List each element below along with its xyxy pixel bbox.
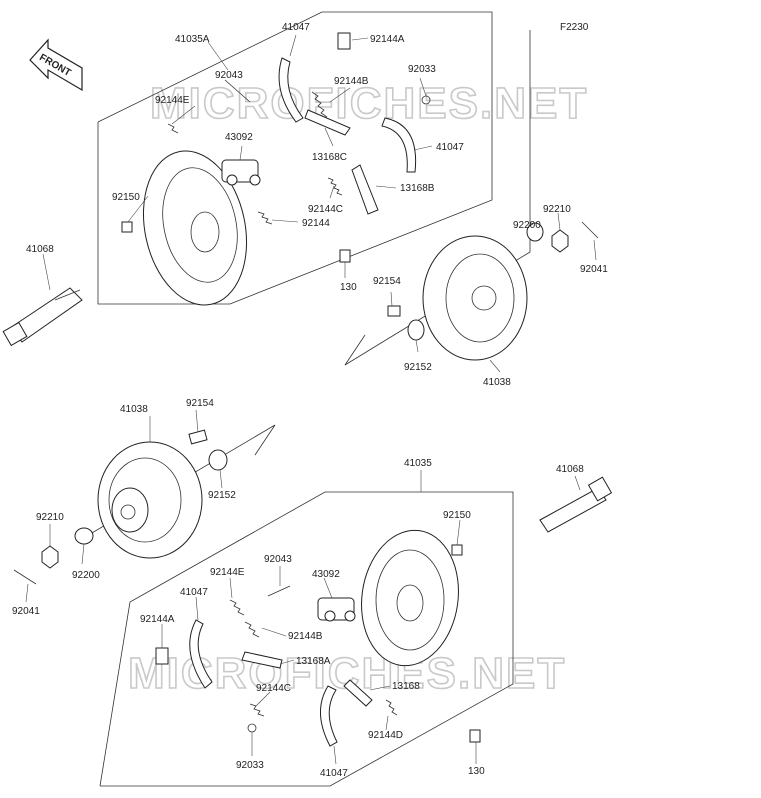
bolt-130-lower <box>469 729 481 743</box>
parking-lever-lower <box>343 679 373 707</box>
label-92144E-lower: 92144E <box>210 567 245 578</box>
label-41047-lower-a: 41047 <box>180 587 208 598</box>
axle-shaft-lower <box>539 476 613 533</box>
spring-92144B-lower <box>244 621 260 638</box>
label-92210-lower: 92210 <box>36 512 64 523</box>
bolt-92150 <box>121 221 133 233</box>
label-43092-upper: 43092 <box>225 132 253 143</box>
label-92144B-lower: 92144B <box>288 631 323 642</box>
label-92144C-upper: 92144C <box>308 204 343 215</box>
label-92154-upper: 92154 <box>373 276 401 287</box>
cotter-pin-92041-lower <box>13 569 37 585</box>
parking-lever <box>351 164 379 215</box>
adjuster-lower <box>241 651 283 669</box>
clip-92144A-lower <box>155 647 169 665</box>
brake-shoe-lower-1 <box>189 619 213 689</box>
spring-92144 <box>257 211 273 225</box>
label-13168A: 13168A <box>296 656 331 667</box>
label-92144D-lower: 92144D <box>368 730 403 741</box>
label-92033-lower: 92033 <box>236 760 264 771</box>
adjuster-lever <box>304 109 351 136</box>
label-92200-upper: 92200 <box>513 220 541 231</box>
label-13168C: 13168C <box>312 152 347 163</box>
brake-shoe-2 <box>381 117 417 173</box>
label-130-upper: 130 <box>340 282 357 293</box>
label-13168-lower: 13168 <box>392 681 420 692</box>
label-130-lower: 130 <box>468 766 485 777</box>
label-41038-lower: 41038 <box>120 404 148 415</box>
upper-assembly: 41035A 41047 92144A 92043 92144B 92033 9… <box>2 11 608 388</box>
label-92144C-lower: 92144C <box>256 683 291 694</box>
wheel-cylinder-lower <box>317 597 356 622</box>
brake-shoe-1 <box>278 57 304 123</box>
seal-92152 <box>407 319 425 341</box>
label-92033-upper: 92033 <box>408 64 436 75</box>
label-92043-upper: 92043 <box>215 70 243 81</box>
washer-92200 <box>526 222 544 242</box>
label-92144A-lower: 92144A <box>140 614 175 625</box>
label-92150-upper: 92150 <box>112 192 140 203</box>
watermark-upper: MICROFICHES.NET <box>150 79 588 128</box>
pin-92043-lower <box>267 585 291 597</box>
spring-92144C-lower <box>249 703 265 717</box>
upper-hub-outline <box>344 30 531 366</box>
bolt-130 <box>339 249 351 263</box>
label-43092-lower: 43092 <box>312 569 340 580</box>
label-92144B-upper: 92144B <box>334 76 369 87</box>
nut-92210-lower <box>41 545 59 569</box>
label-92043-lower: 92043 <box>264 554 292 565</box>
spring-92144C <box>327 177 343 196</box>
label-92144E-upper: 92144E <box>155 95 190 106</box>
stud-92154 <box>387 305 401 317</box>
label-41068-upper: 41068 <box>26 244 54 255</box>
label-92144-upper: 92144 <box>302 218 330 229</box>
spring-92144E-lower <box>229 599 245 616</box>
label-92041-upper: 92041 <box>580 264 608 275</box>
bolt-92150-lower <box>451 544 463 556</box>
spring-92144E <box>167 123 179 134</box>
label-41035-lower: 41035 <box>404 458 432 469</box>
brake-drum <box>422 235 528 361</box>
pin-92043 <box>224 79 251 103</box>
label-92152-upper: 92152 <box>404 362 432 373</box>
label-13168B: 13168B <box>400 183 435 194</box>
upper-leader-lines <box>42 34 597 373</box>
clip-92144A <box>337 32 351 50</box>
label-92200-lower: 92200 <box>72 570 100 581</box>
figure-code: F2230 <box>560 22 589 33</box>
lower-panel-outline <box>99 491 514 787</box>
spring-92144B <box>311 91 328 118</box>
label-41047-upper-a: 41047 <box>282 22 310 33</box>
front-arrow-icon: FRONT <box>29 38 83 92</box>
seal-92152-lower <box>208 449 228 471</box>
label-92150-lower: 92150 <box>443 510 471 521</box>
washer-92200-lower <box>74 527 94 545</box>
brake-backing-plate <box>142 150 248 306</box>
label-41035A: 41035A <box>175 34 210 45</box>
label-41047-upper-b: 41047 <box>436 142 464 153</box>
label-41068-lower: 41068 <box>556 464 584 475</box>
label-92041-lower: 92041 <box>12 606 40 617</box>
upper-panel-outline <box>97 11 493 305</box>
label-41047-lower-b: 41047 <box>320 768 348 779</box>
stud-92154-lower <box>188 429 208 445</box>
label-92154-lower: 92154 <box>186 398 214 409</box>
brake-drum-lower <box>97 441 203 559</box>
label-92152-lower: 92152 <box>208 490 236 501</box>
brake-backing-plate-lower <box>361 529 459 667</box>
cotter-pin-92041 <box>581 221 599 239</box>
nut-92210 <box>551 229 569 253</box>
axle-shaft <box>2 287 83 347</box>
label-41038-upper: 41038 <box>483 377 511 388</box>
brake-shoe-lower-2 <box>319 685 338 747</box>
label-92144A-upper: 92144A <box>370 34 405 45</box>
lower-leader-lines <box>25 409 581 765</box>
ring-92033-lower <box>247 723 257 733</box>
spring-92144D-lower <box>385 699 398 716</box>
wheel-cylinder <box>221 159 261 186</box>
lower-assembly: 41038 92154 92152 41035 41068 92210 9220… <box>12 398 613 787</box>
label-92210-upper: 92210 <box>543 204 571 215</box>
